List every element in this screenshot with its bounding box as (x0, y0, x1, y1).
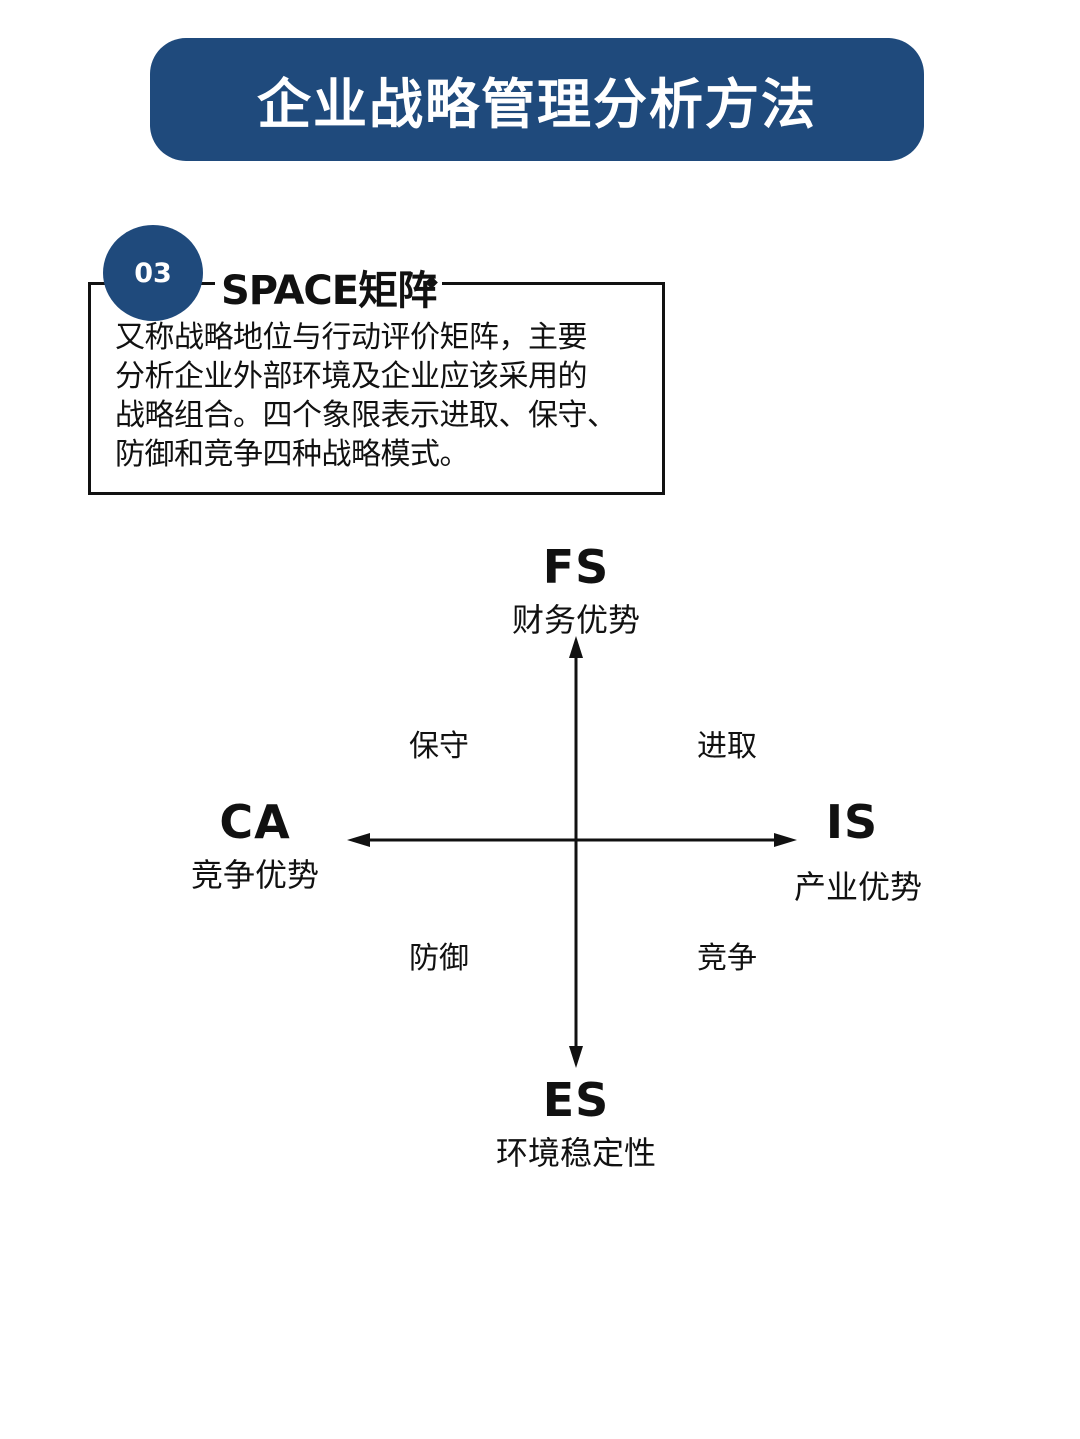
axis-right-name: 产业优势 (793, 868, 922, 906)
section-heading: SPACE矩阵 (221, 268, 437, 314)
title-banner: 企业战略管理分析方法 (150, 38, 924, 161)
arrow-down-icon (569, 1046, 583, 1068)
arrow-right-icon (774, 833, 797, 847)
axis-top-code: FS (542, 540, 610, 594)
description-line: 战略组合。四个象限表示进取、保守、 (115, 398, 617, 433)
axis-right-code: IS (825, 795, 879, 849)
axis-bottom-code: ES (542, 1073, 610, 1127)
section-number: 03 (134, 257, 172, 289)
quadrant-top-right-label: 进取 (697, 729, 757, 764)
quadrant-top-left-label: 保守 (409, 729, 469, 764)
quadrant-bottom-left-label: 防御 (409, 941, 469, 976)
axis-bottom-name: 环境稳定性 (495, 1134, 656, 1172)
axis-left-name: 竞争优势 (190, 856, 319, 894)
description-line: 又称战略地位与行动评价矩阵，主要 (115, 320, 588, 355)
description-line: 分析企业外部环境及企业应该采用的 (115, 359, 588, 394)
arrow-up-icon (569, 636, 583, 658)
axis-top-name: 财务优势 (511, 601, 640, 639)
page-title: 企业战略管理分析方法 (257, 73, 817, 136)
section-heading-wrap: SPACE矩阵 (215, 258, 443, 316)
section-number-badge: 03 (103, 225, 203, 321)
arrow-left-icon (347, 833, 370, 847)
axis-left-code: CA (219, 795, 291, 849)
section-description: 又称战略地位与行动评价矩阵，主要 分析企业外部环境及企业应该采用的 战略组合。四… (115, 318, 650, 474)
quadrant-bottom-right-label: 竞争 (697, 941, 757, 976)
description-line: 防御和竞争四种战略模式。 (115, 437, 470, 472)
